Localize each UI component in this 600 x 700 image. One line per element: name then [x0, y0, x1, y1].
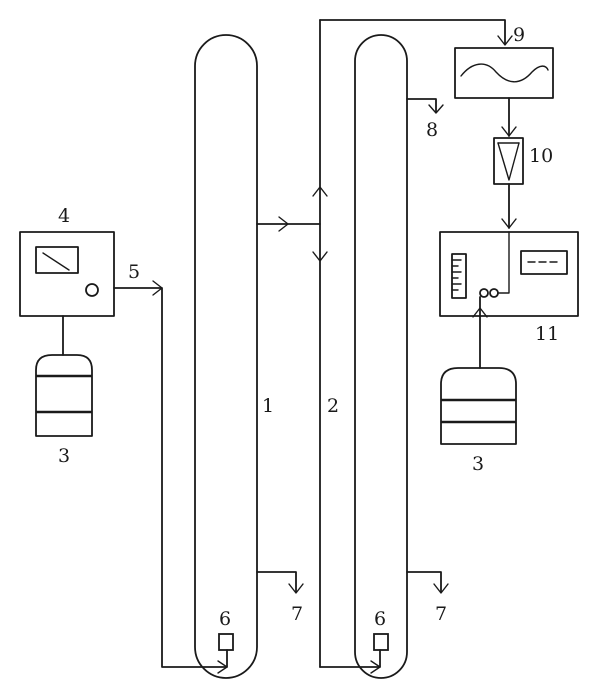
label-gas-cylinder-right: 3 [472, 453, 484, 475]
gas-arrow-up [312, 186, 328, 197]
label-analyzer: 11 [535, 323, 559, 345]
gas-line-to-vessel [319, 19, 506, 45]
label-drain-column-1: 7 [291, 603, 303, 625]
analyzer-port-right [489, 288, 499, 298]
drain-arrow-column-1 [288, 583, 304, 594]
arrow-vessel-to-flowmeter [501, 126, 517, 137]
gas-arrow-vessel [497, 35, 513, 46]
gas-cylinder-right [440, 367, 517, 445]
arrow-flowmeter-to-analyzer [501, 218, 517, 229]
gas-arrow-bottom-column-2 [370, 660, 381, 674]
overflow-line-column-2 [406, 98, 437, 113]
label-diffuser-column-1: 6 [219, 608, 231, 630]
gas-arrow-down [312, 251, 328, 262]
arrow-cylinder-to-analyzer [472, 307, 488, 318]
diffuser-column-2 [373, 633, 389, 651]
flow-controller-needle [42, 252, 70, 271]
label-gas-line: 5 [128, 261, 140, 283]
gas-arrow-line-5 [152, 280, 163, 296]
gas-arrow-bottom-column-1 [217, 660, 228, 674]
vessel-liquid-surface [460, 63, 549, 83]
analyzer-port-left [479, 288, 489, 298]
flow-controller-meter [35, 246, 79, 274]
label-overflow-column-2: 8 [426, 119, 438, 141]
column-2 [354, 34, 408, 679]
vessel [454, 47, 554, 99]
gas-line-bottom-column-2 [319, 649, 381, 668]
overflow-arrow-column-2 [428, 104, 444, 114]
flow-controller-knob [85, 283, 99, 297]
label-vessel: 9 [513, 24, 525, 46]
analyzer-display [520, 250, 568, 275]
drain-line-column-1 [256, 571, 297, 593]
label-column-2: 2 [327, 395, 339, 417]
analyzer-sample-line [497, 231, 510, 294]
flowmeter-taper [497, 142, 520, 181]
label-diffuser-column-2: 6 [374, 608, 386, 630]
drain-arrow-column-2 [433, 583, 449, 594]
label-flowmeter: 10 [529, 145, 553, 167]
drain-line-column-2 [406, 571, 442, 593]
transfer-arrow-right [278, 216, 289, 232]
column-1 [194, 34, 258, 679]
label-flow-controller: 4 [58, 205, 70, 227]
gas-cylinder-left [35, 354, 93, 437]
label-gas-cylinder-left: 3 [58, 445, 70, 467]
analyzer-scale [451, 253, 467, 299]
label-drain-column-2: 7 [435, 603, 447, 625]
label-column-1: 1 [262, 395, 274, 417]
flow-controller [19, 231, 115, 317]
gas-line-column-1 [113, 287, 228, 668]
diffuser-column-1 [218, 633, 234, 651]
